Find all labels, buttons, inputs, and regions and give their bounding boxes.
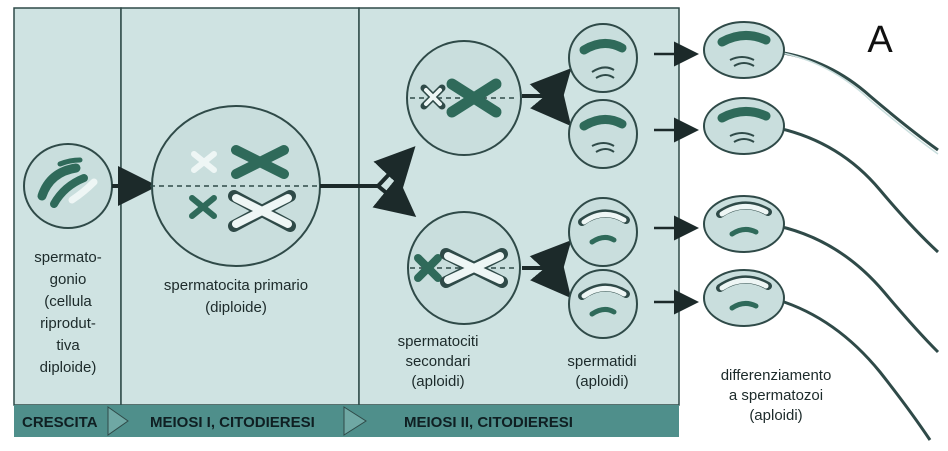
spermatid-3 [569,198,637,266]
label-spermatogonium-line-5: tiva [56,337,80,354]
label-spermatids-line-2: (aploidi) [575,373,628,390]
label-differentiation-line-2: a spermatozoi [729,387,823,404]
secondary-spermatocyte-top [407,41,521,155]
panel-letter: A [867,19,893,61]
label-spermatogonium-line-1: spermato- [34,249,102,266]
label-spermatogonium-line-6: diploide) [40,359,97,376]
label-primary-line-1: spermatocita primario [164,277,308,294]
stage-label-meiosi-2: MEIOSI II, CITODIERESI [404,414,573,431]
label-primary-line-2: (diploide) [205,299,267,316]
label-spermatogonium-line-2: gonio [50,271,87,288]
spermatid-1 [569,24,637,92]
label-spermatogonium-line-3: (cellula [44,293,92,310]
label-differentiation: differenziamento a spermatozoi (aploidi) [721,367,832,424]
label-differentiation-line-3: (aploidi) [749,407,802,424]
spermatogonium-cell [24,144,112,228]
label-spermatids-line-1: spermatidi [567,353,636,370]
primary-spermatocyte-cell [150,106,322,266]
label-secondary-line-1: spermatociti [398,333,479,350]
spermatozoon-4 [704,270,930,440]
spermatid-2 [569,100,637,168]
label-secondary-line-2: secondari [405,353,470,370]
stage-label-meiosi-1: MEIOSI I, CITODIERESI [150,414,315,431]
secondary-spermatocyte-bottom [408,212,520,324]
label-spermatogonium-line-4: riprodut- [40,315,96,332]
stage-label-crescita: CRESCITA [22,414,98,431]
label-secondary-line-3: (aploidi) [411,373,464,390]
spermatid-4 [569,270,637,338]
label-differentiation-line-1: differenziamento [721,367,832,384]
